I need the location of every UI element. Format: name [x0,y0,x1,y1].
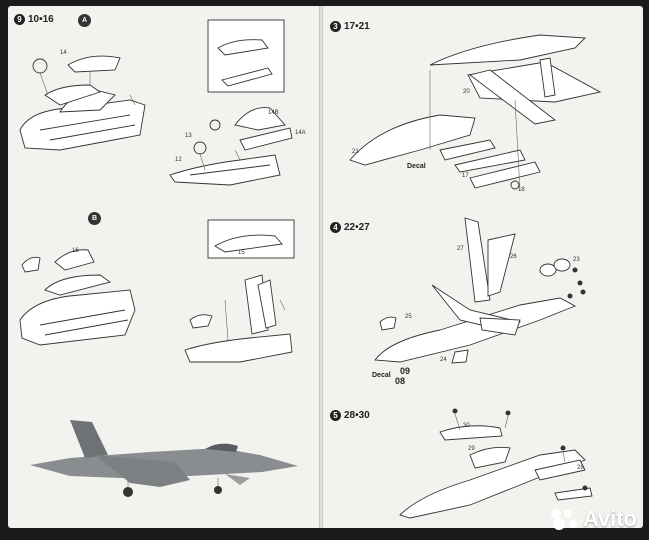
part-label: 16 [72,248,79,254]
step-header-2: 3 17•21 [330,21,370,32]
step-range: 28•30 [344,410,370,421]
part-label: 14B [268,110,279,116]
part-label: 24 [440,357,447,363]
part-label: 14A [295,130,306,136]
decal-callout: Decal [407,163,426,170]
step-header-3: 4 22•27 [330,222,370,233]
decal-label: Decal [372,372,391,379]
watermark-text: Avito [582,506,637,531]
substep-a-badge: A [78,14,91,27]
decal-number-08: 08 [395,376,406,386]
part-label: 12 [175,157,182,163]
part-label: 29 [468,446,475,452]
part-label: 17 [462,173,469,179]
part-label: 18 [518,187,525,193]
step-range: 10•16 [28,14,54,25]
step-number-badge: 3 [330,21,341,32]
part-label: 13 [185,133,192,139]
step-number-badge: 9 [14,14,25,25]
part-label: 26 [510,254,517,260]
step-range: 17•21 [344,21,370,32]
part-label: 25 [405,314,412,320]
part-label: 28 [577,465,584,471]
step-number-badge: 5 [330,410,341,421]
part-label: 20 [463,89,470,95]
step-range: 22•27 [344,222,370,233]
decal-callout-2: Decal [372,372,391,379]
part-label: 30 [463,423,470,429]
part-label: 21 [352,149,359,155]
part-label: 15 [238,250,245,256]
part-label: 14 [60,50,67,56]
substep-b-badge: B [88,212,101,225]
booklet-spine [319,6,323,528]
decal-number-09: 09 [400,366,411,376]
decal-label: Decal [407,163,426,170]
avito-watermark: Avito [549,506,637,532]
avito-logo-icon [550,509,577,530]
step-number-badge: 4 [330,222,341,233]
part-label: 27 [457,246,464,252]
step-header-1: 9 10•16 [14,14,54,25]
step-header-4: 5 28•30 [330,410,370,421]
part-label: 23 [573,257,580,263]
